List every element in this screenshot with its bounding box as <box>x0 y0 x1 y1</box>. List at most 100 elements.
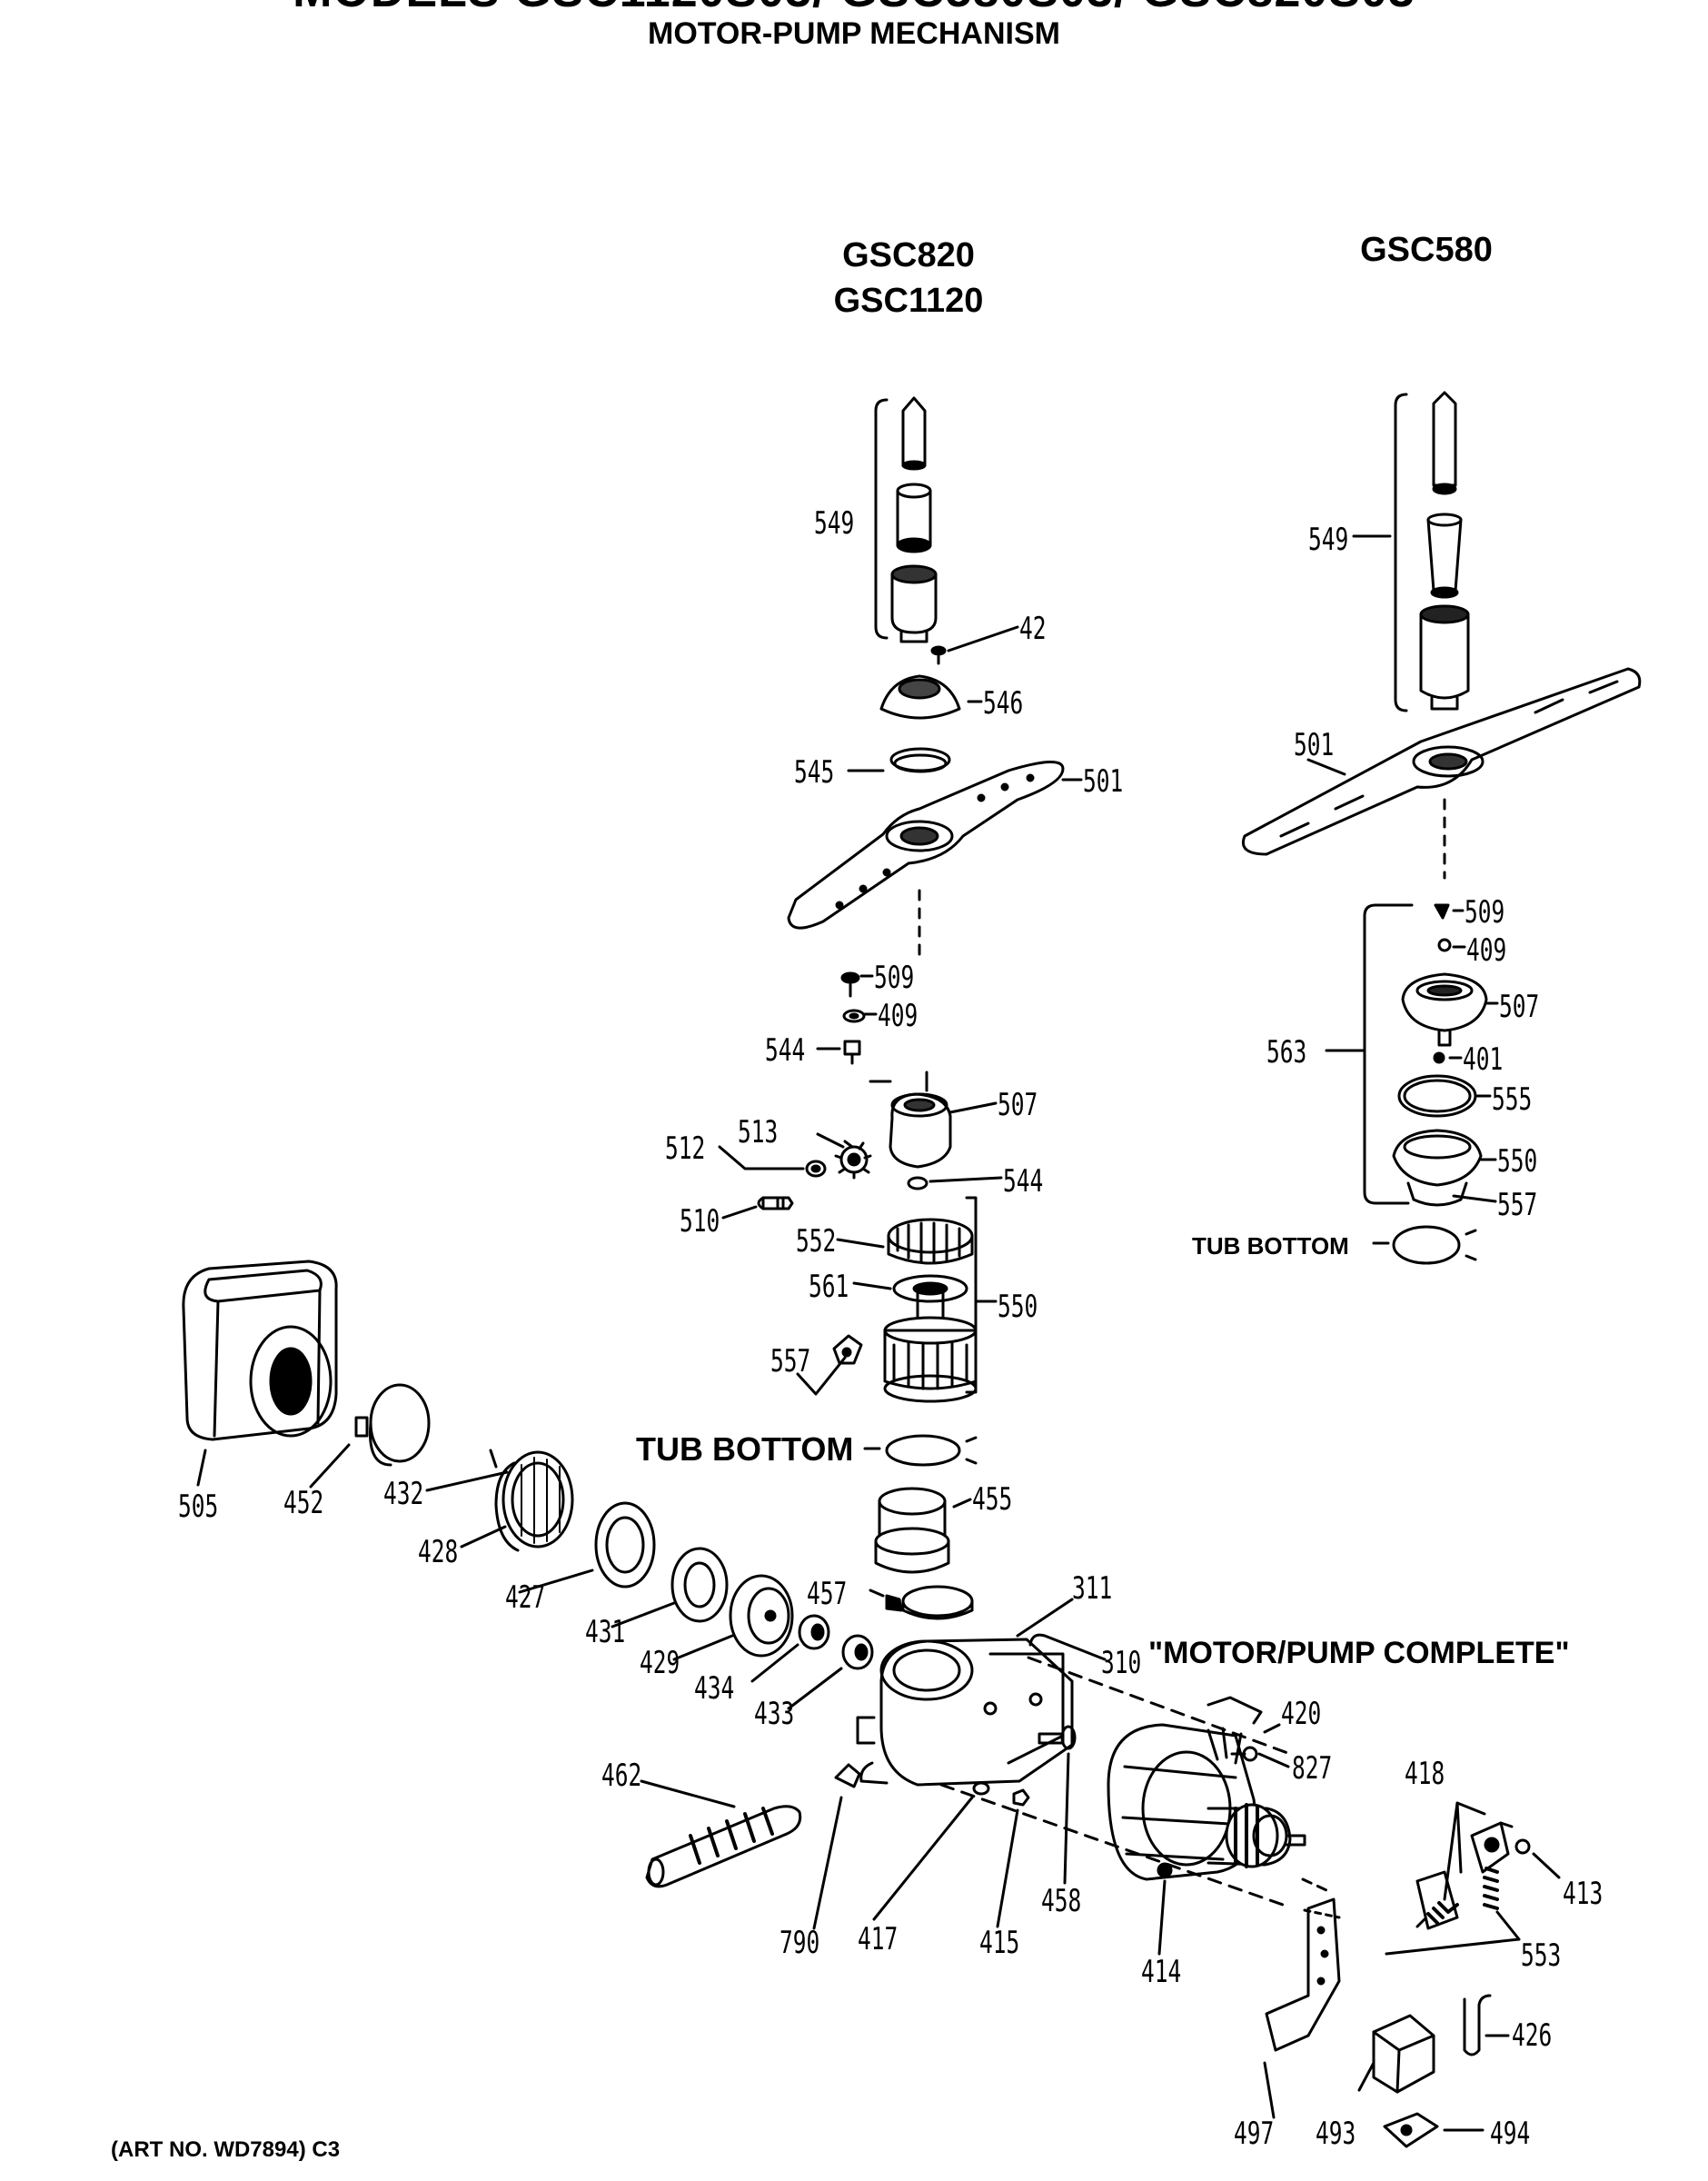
cap-434 <box>750 1614 830 1683</box>
tube-lower-part <box>890 564 938 643</box>
callout-549-left: 549 <box>814 505 855 542</box>
tub-bottom-gasket-right <box>1372 1225 1477 1265</box>
callout-409-right: 409 <box>1466 932 1507 969</box>
callout-432: 432 <box>383 1476 424 1512</box>
tube-upper-part <box>901 396 927 471</box>
bracket-497 <box>1263 1897 1341 2119</box>
callout-431: 431 <box>585 1614 626 1650</box>
screw-413 <box>1514 1838 1561 1879</box>
tub-bottom-gasket-left <box>863 1434 978 1467</box>
callout-401: 401 <box>1463 1041 1504 1078</box>
callout-550-right: 550 <box>1497 1143 1538 1180</box>
callout-513: 513 <box>738 1114 779 1150</box>
callout-497: 497 <box>1234 2116 1275 2152</box>
wheel-552 <box>836 1218 974 1265</box>
pump-housing-311 <box>856 1598 1074 1787</box>
callout-505: 505 <box>178 1489 219 1525</box>
washer-409a <box>842 1009 878 1023</box>
variant-gsc580: GSC580 <box>1360 231 1493 269</box>
callout-434: 434 <box>694 1670 735 1707</box>
screw-509a <box>840 971 874 998</box>
bracket-563 <box>1363 903 1410 1205</box>
tub-bottom-label-right: TUB BOTTOM <box>1192 1232 1349 1260</box>
callout-501-right: 501 <box>1294 727 1335 763</box>
washer-512 <box>718 1145 827 1178</box>
impeller-428 <box>425 1449 574 1552</box>
callout-417: 417 <box>858 1921 899 1957</box>
ring-555 <box>1397 1074 1492 1118</box>
cover-431 <box>611 1547 729 1628</box>
nut-415 <box>996 1788 1030 1928</box>
callout-310: 310 <box>1101 1645 1142 1681</box>
callout-509-right: 509 <box>1465 894 1505 931</box>
variant-gsc820: GSC820 <box>842 236 975 274</box>
screw-414 <box>1157 1862 1173 1956</box>
callout-563: 563 <box>1266 1034 1307 1071</box>
motor-assembly <box>1107 1723 1306 1881</box>
ring-545 <box>847 747 951 773</box>
spray-arm-501b <box>1242 667 1642 856</box>
callout-550-left: 550 <box>998 1289 1038 1325</box>
callout-509-left: 509 <box>874 960 915 996</box>
tube-580-lower <box>1419 604 1470 711</box>
washer-417 <box>872 1781 990 1921</box>
manifold-507b <box>1401 972 1499 1047</box>
callout-507-right: 507 <box>1499 989 1540 1025</box>
strainer-550b <box>1392 1129 1497 1207</box>
variant-gsc1120: GSC1120 <box>833 282 984 320</box>
callout-555: 555 <box>1492 1081 1533 1118</box>
callout-545: 545 <box>794 754 835 791</box>
callout-427: 427 <box>505 1579 546 1616</box>
manifold-507a <box>889 1092 998 1169</box>
callout-462: 462 <box>601 1758 642 1794</box>
ball-401 <box>1433 1051 1463 1064</box>
callout-457: 457 <box>807 1576 848 1612</box>
callout-507-left: 507 <box>998 1087 1038 1123</box>
callout-493: 493 <box>1316 2116 1356 2152</box>
callout-552: 552 <box>796 1223 837 1260</box>
spring-420 <box>1207 1696 1281 1734</box>
switch-parts-418 <box>1415 1801 1514 1930</box>
callout-553: 553 <box>1521 1937 1562 1974</box>
disk-561 <box>852 1274 968 1303</box>
callout-512: 512 <box>665 1130 706 1167</box>
callout-452: 452 <box>283 1485 324 1521</box>
nut-544a <box>816 1040 892 1083</box>
tube-580-middle <box>1426 513 1463 599</box>
screw-827 <box>1230 1746 1290 1768</box>
nut-544b <box>907 1176 1003 1190</box>
plate-427 <box>518 1501 656 1594</box>
callout-311: 311 <box>1072 1570 1113 1607</box>
cap-433 <box>787 1634 874 1710</box>
spring-553 <box>1385 1867 1521 1956</box>
motor-pump-complete-label: "MOTOR/PUMP COMPLETE" <box>1148 1636 1570 1670</box>
pin-426 <box>1463 1994 1510 2057</box>
callout-557-right: 557 <box>1497 1187 1538 1223</box>
guard-429 <box>672 1574 794 1661</box>
callout-790: 790 <box>780 1925 820 1961</box>
callout-557-left: 557 <box>770 1343 811 1379</box>
callout-561: 561 <box>809 1269 849 1305</box>
sump-505 <box>182 1260 338 1487</box>
callout-42: 42 <box>1019 611 1047 647</box>
bracket-549a <box>874 398 889 640</box>
callout-494: 494 <box>1490 2116 1531 2152</box>
strainer-housing-550 <box>883 1289 978 1403</box>
callout-544-lower: 544 <box>1003 1163 1044 1200</box>
section-title: MOTOR-PUMP MECHANISM <box>648 16 1060 51</box>
ball-409b <box>1437 938 1466 952</box>
tube-580-upper <box>1432 391 1457 495</box>
callout-418: 418 <box>1405 1756 1445 1792</box>
actuator-493 <box>1357 2014 1435 2094</box>
tube-middle-part <box>896 483 932 553</box>
callout-827: 827 <box>1292 1750 1333 1787</box>
screw-42 <box>930 625 1019 665</box>
callout-414: 414 <box>1141 1954 1182 1990</box>
gear-513 <box>816 1132 872 1180</box>
callout-426: 426 <box>1512 2017 1553 2054</box>
callout-433: 433 <box>754 1696 795 1732</box>
clip-494 <box>1383 2112 1485 2148</box>
callout-428: 428 <box>418 1534 459 1570</box>
